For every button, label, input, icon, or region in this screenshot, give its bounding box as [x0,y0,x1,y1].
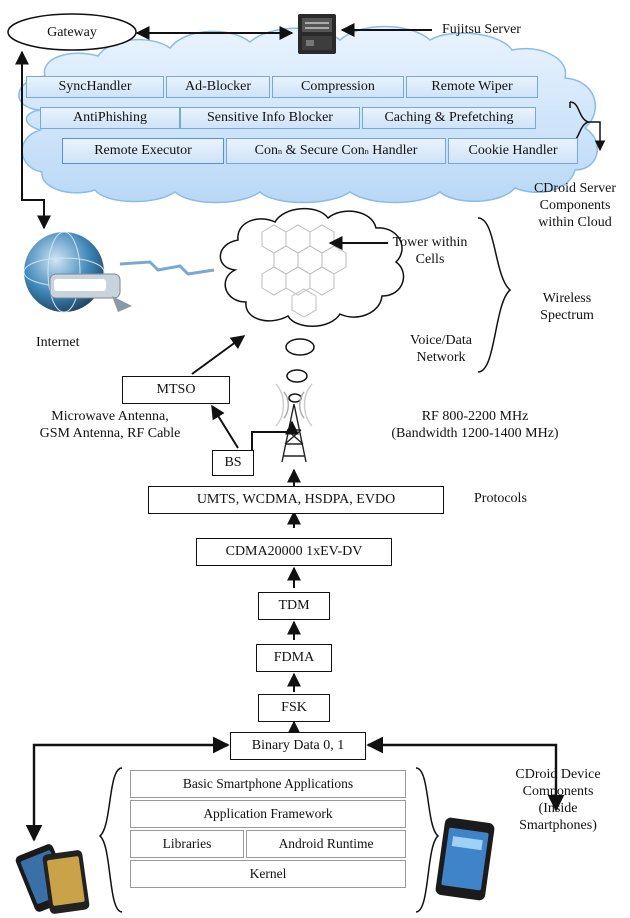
protocols-label: Protocols [474,491,527,506]
rf-line-2: (Bandwidth 1200-1400 MHz) [391,426,559,441]
hexagon-cells [261,224,347,318]
smartphone-right-icon [435,817,495,901]
smartphones-left-icon [15,844,90,914]
antenna-line-2: GSM Antenna, RF Cable [39,426,181,441]
tower-line-2: Cells [415,252,445,267]
tdm-box: TDM [258,592,330,620]
cdroid-device-line-2: Components [522,784,594,799]
voice-data-network-label: Voice/Data Network [386,332,496,366]
con-text: Con [254,143,278,158]
fujitsu-server-icon [298,14,336,54]
rf-label: RF 800-2200 MHz (Bandwidth 1200-1400 MHz… [360,408,590,442]
cloud-component-ad-blocker: Ad-Blocker [166,76,270,98]
superscript-n-2: n [364,146,369,156]
voice-line-1: Voice/Data [410,333,472,348]
tower-within-cells-label: Tower within Cells [380,234,480,268]
internet-globe-icon [23,231,132,313]
wireless-line-2: Spectrum [540,308,594,323]
fsk-box: FSK [258,694,330,722]
android-stack-runtime: Android Runtime [246,830,406,858]
rf-line-1: RF 800-2200 MHz [421,409,529,424]
cdroid-device-components-label: CDroid Device Components (Inside Smartph… [498,766,618,834]
cdroid-server-components-label: CDroid Server Components within Cloud [520,180,630,231]
cdroid-device-line-1: CDroid Device [515,767,601,782]
internet-label: Internet [36,335,80,350]
antenna-line-1: Microwave Antenna, [51,409,169,424]
handler-text: Handler [372,143,418,158]
voice-line-2: Network [416,350,466,365]
cdroid-server-line-3: within Cloud [538,215,612,230]
cloud-component-caching-prefetching: Caching & Prefetching [362,107,536,129]
android-stack-libraries: Libraries [130,830,244,858]
superscript-n: n [277,146,282,156]
fdma-box: FDMA [256,644,332,672]
cloud-component-sensitive-info-blocker: Sensitive Info Blocker [180,107,360,129]
secure-con-text: & Secure Con [285,143,365,158]
cloud-component-remote-wiper: Remote Wiper [406,76,538,98]
antenna-label: Microwave Antenna, GSM Antenna, RF Cable [10,408,210,442]
cdroid-server-line-1: CDroid Server [533,181,617,196]
binary-data-box: Binary Data 0, 1 [230,732,366,760]
cloud-component-compression: Compression [272,76,404,98]
cdroid-device-line-4: Smartphones) [519,818,597,833]
android-stack-framework: Application Framework [130,800,406,828]
wireless-line-1: Wireless [542,291,592,306]
bs-box: BS [212,450,254,476]
cloud-component-remote-executor: Remote Executor [62,138,224,164]
cloud-component-synchandler: SyncHandler [26,76,164,98]
cellular-cloud [219,207,405,327]
fujitsu-server-label: Fujitsu Server [442,22,521,37]
cdroid-server-line-2: Components [539,198,611,213]
protocols-box: UMTS, WCDMA, HSDPA, EVDO [148,486,444,514]
android-stack-kernel: Kernel [130,860,406,888]
cloud-component-cookie-handler: Cookie Handler [448,138,578,164]
cloud-component-antiphishing: AntiPhishing [40,107,180,129]
cdma-box: CDMA20000 1xEV-DV [196,538,392,566]
tower-line-1: Tower within [392,235,468,250]
wireless-spectrum-label: Wireless Spectrum [512,290,622,324]
gateway-label: Gateway [47,25,97,40]
android-stack-applications: Basic Smartphone Applications [130,770,406,798]
mtso-box: MTSO [122,376,230,404]
cdroid-device-line-3: (Inside [538,801,578,816]
